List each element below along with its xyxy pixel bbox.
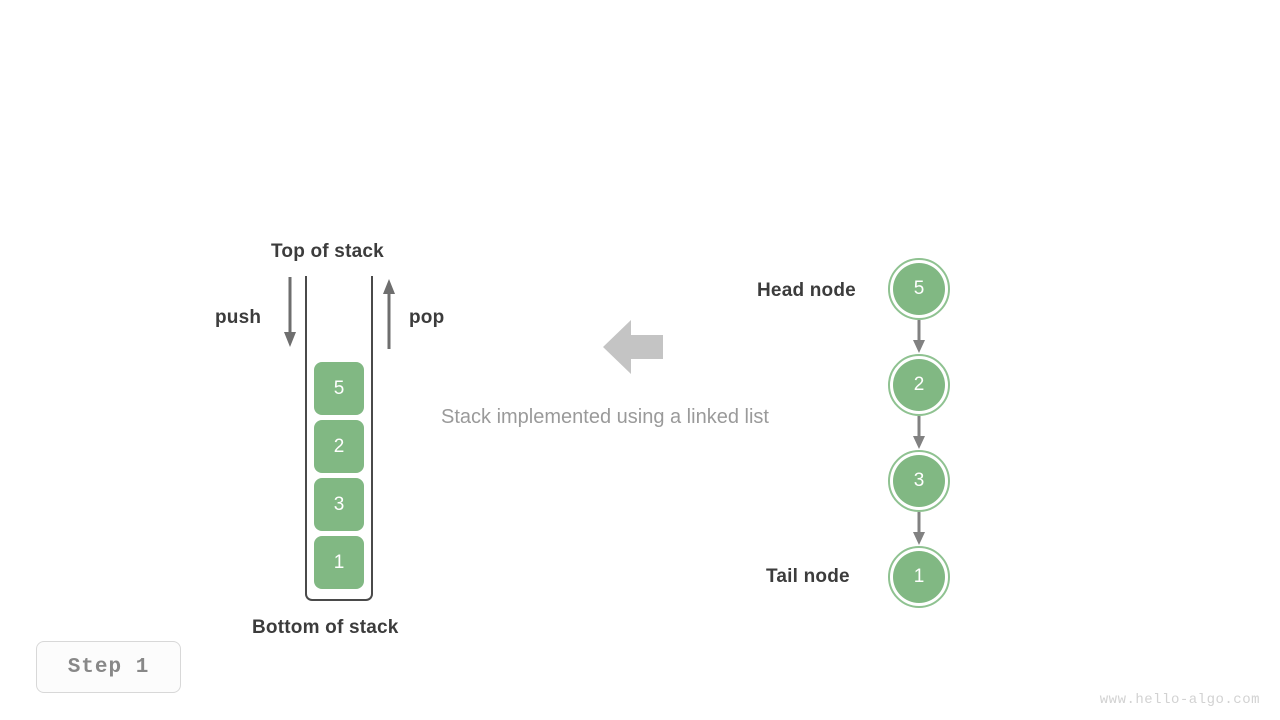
top-of-stack-label: Top of stack <box>271 241 384 262</box>
stack-cell: 2 <box>314 420 364 473</box>
head-node-label: Head node <box>757 280 856 301</box>
list-node: 1 <box>888 546 950 608</box>
linked-list-group: 5 2 3 1 <box>888 258 950 608</box>
stack-cell: 5 <box>314 362 364 415</box>
stack-cell-list: 5 2 3 1 <box>305 362 373 596</box>
tail-node-label: Tail node <box>766 566 850 587</box>
stack-container <box>305 276 373 601</box>
watermark: www.hello-algo.com <box>1099 692 1260 708</box>
list-node: 2 <box>888 354 950 416</box>
push-label: push <box>215 307 262 328</box>
arrow-down-icon <box>282 277 298 349</box>
bottom-of-stack-label: Bottom of stack <box>252 617 399 638</box>
list-node: 5 <box>888 258 950 320</box>
list-node-value: 5 <box>893 263 945 315</box>
list-node: 3 <box>888 450 950 512</box>
stack-cell: 1 <box>314 536 364 589</box>
block-arrow-left-icon <box>603 318 663 376</box>
list-node-value: 3 <box>893 455 945 507</box>
pop-label: pop <box>409 307 445 328</box>
arrow-up-icon <box>381 277 397 349</box>
list-node-value: 1 <box>893 551 945 603</box>
arrow-down-icon <box>911 320 927 354</box>
diagram-caption: Stack implemented using a linked list <box>441 406 769 428</box>
arrow-down-icon <box>911 416 927 450</box>
step-badge: Step 1 <box>36 641 181 693</box>
arrow-down-icon <box>911 512 927 546</box>
stack-cell: 3 <box>314 478 364 531</box>
list-node-value: 2 <box>893 359 945 411</box>
